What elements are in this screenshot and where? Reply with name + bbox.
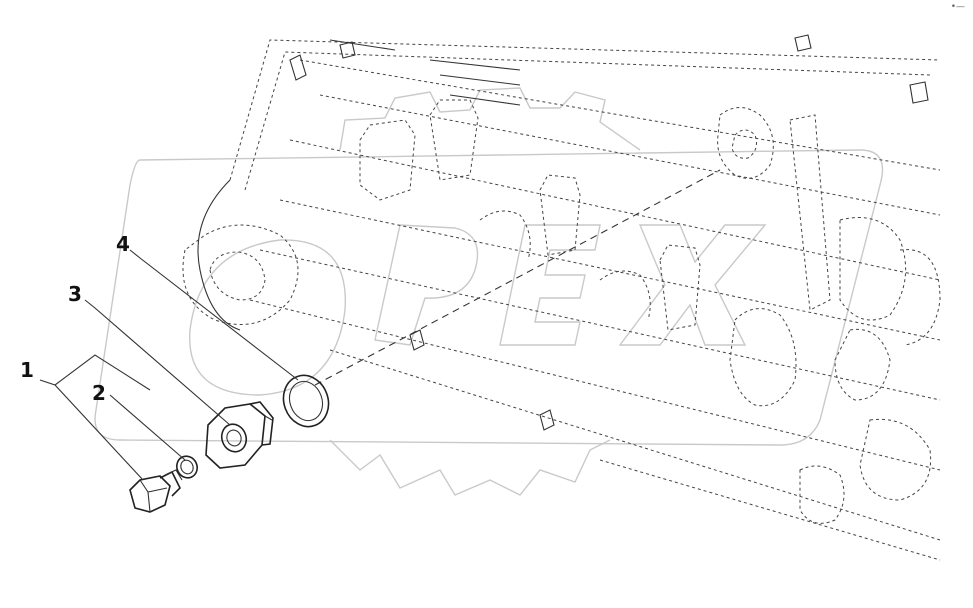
part-2-sealing-washer <box>176 455 198 479</box>
callout-1: 1 <box>20 358 34 382</box>
leader-line-3 <box>84 299 231 426</box>
engine-block-housing <box>182 34 941 561</box>
callout-2: 2 <box>92 381 106 405</box>
callout-3: 3 <box>68 282 82 306</box>
assembly-centerline <box>314 169 721 386</box>
part-4-o-ring <box>282 374 330 428</box>
leader-line-4 <box>129 249 299 381</box>
leader-lines <box>39 249 299 481</box>
leader-line-2 <box>109 394 186 461</box>
leader-bracket <box>54 354 151 391</box>
callout-4: 4 <box>116 232 130 256</box>
part-1-drain-plug <box>129 469 183 513</box>
part-3-hex-adapter <box>205 401 274 469</box>
watermark-logo <box>94 87 884 496</box>
corner-mark: •— <box>950 2 965 12</box>
